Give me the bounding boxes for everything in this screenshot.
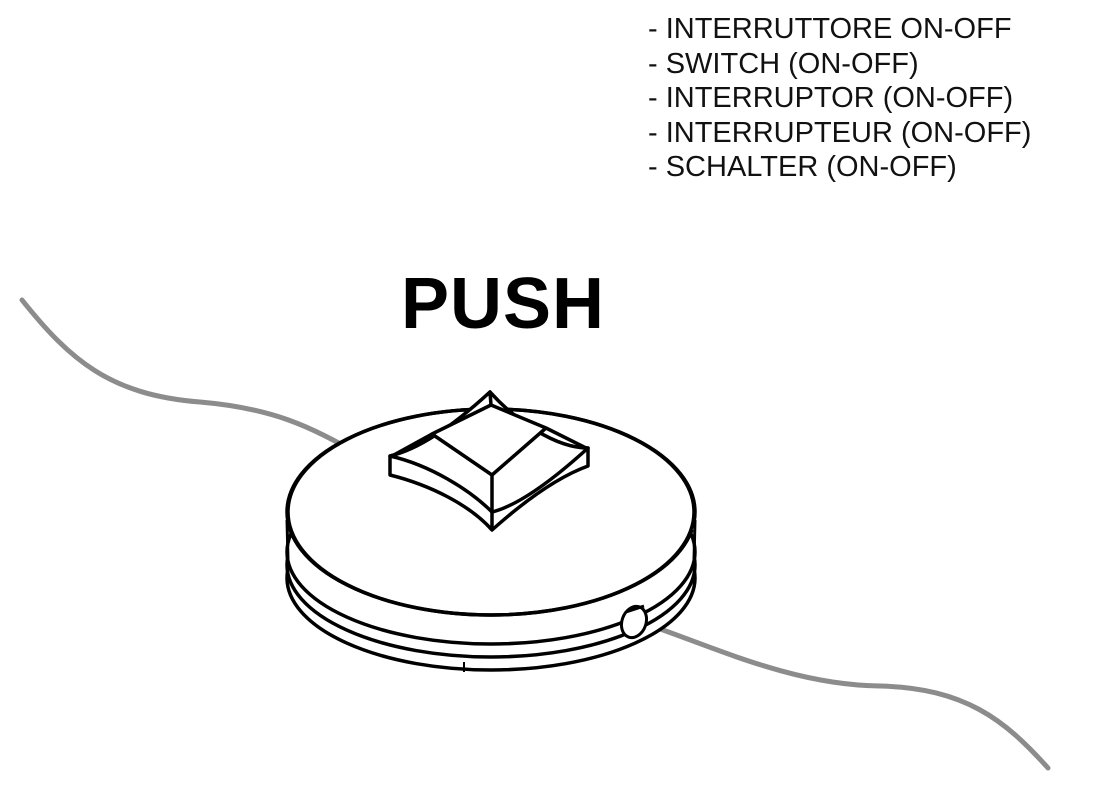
cable-left <box>19 297 368 461</box>
label-italian: - INTERRUTTORE ON-OFF <box>648 13 1012 45</box>
label-list: - INTERRUTTORE ON-OFF - SWITCH (ON-OFF) … <box>648 12 1031 185</box>
label-german: - SCHALTER (ON-OFF) <box>648 151 957 183</box>
label-french: - INTERRUPTEUR (ON-OFF) <box>648 116 1032 149</box>
switch-rim-lines <box>285 519 697 561</box>
cable-grommet <box>619 604 649 640</box>
cable-right <box>637 619 1051 771</box>
push-button[interactable] <box>388 390 590 532</box>
push-label: PUSH <box>400 264 606 344</box>
label-spanish: - INTERRUPTOR (ON-OFF) <box>648 82 1014 114</box>
label-english: - SWITCH (ON-OFF) <box>648 47 919 80</box>
